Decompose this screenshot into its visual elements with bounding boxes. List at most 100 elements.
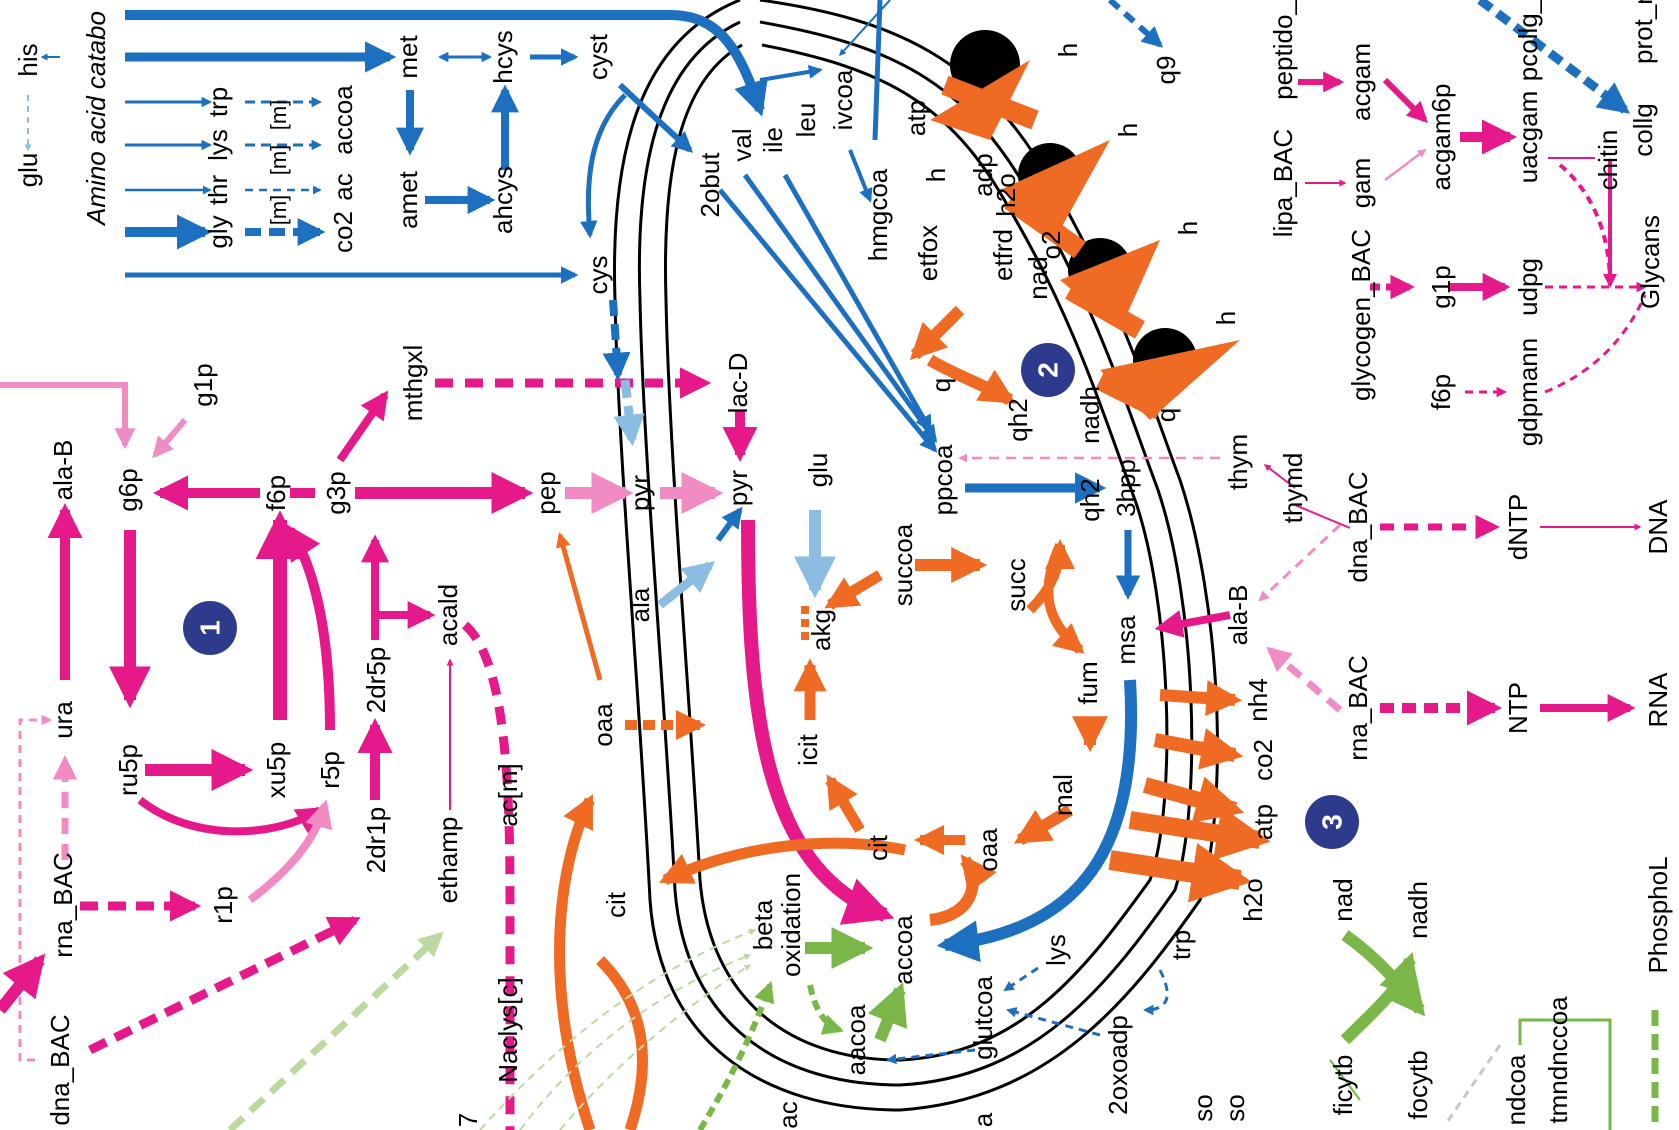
label-cit-2: cit bbox=[863, 834, 893, 861]
label-glycogen-bac: glycogen_BAC bbox=[1346, 229, 1376, 401]
svg-text:1: 1 bbox=[195, 620, 226, 636]
label-mthgxl: mthgxl bbox=[398, 345, 428, 422]
label-partial-so-1: so bbox=[1188, 1094, 1218, 1121]
label-m-3: [m] bbox=[266, 100, 291, 131]
label-nad-2: nad bbox=[1328, 878, 1358, 921]
label-qh2-2: qh2 bbox=[1003, 398, 1033, 441]
label-lys-1: lys bbox=[203, 129, 233, 161]
label-oxidation: oxidation bbox=[776, 873, 806, 977]
label-partial-ac: ac bbox=[773, 1101, 803, 1128]
label-gly: gly bbox=[203, 215, 233, 248]
label-ahcys: ahcys bbox=[488, 166, 518, 234]
label-glu-1: glu bbox=[13, 153, 43, 188]
label-acald: acald bbox=[433, 584, 463, 646]
label-h-5: h bbox=[1211, 311, 1241, 325]
label-beta: beta bbox=[748, 899, 778, 950]
label-amet: amet bbox=[393, 170, 423, 229]
label-nadh-2: nadh bbox=[1403, 881, 1433, 939]
label-ficytb: ficytb bbox=[1328, 1055, 1358, 1116]
membrane-inner bbox=[664, 43, 1169, 1062]
label-peptido: peptido_ bbox=[1268, 0, 1298, 100]
label-g1p-2: g1p bbox=[1426, 265, 1456, 308]
label-ala: ala bbox=[625, 587, 655, 622]
label-co2-2: co2 bbox=[1248, 739, 1278, 781]
label-atp-2: atp bbox=[1248, 804, 1278, 840]
label-o2: o2 bbox=[1036, 231, 1066, 260]
label-q-2: q bbox=[1151, 408, 1181, 422]
label-hmgcoa: hmgcoa bbox=[863, 168, 893, 261]
label-amino-acid-catabolism: Amino acid catabo bbox=[81, 11, 111, 227]
label-accoa-1: accoa bbox=[328, 85, 358, 155]
label-h2o-1: h2o bbox=[991, 173, 1021, 216]
label-trp-2: trp bbox=[1166, 930, 1196, 960]
label-met: met bbox=[393, 35, 423, 79]
label-pyr-1: pyr bbox=[625, 475, 655, 511]
label-rna-bac-2: rna_BAC bbox=[1343, 655, 1373, 761]
label-thym: thym bbox=[1223, 434, 1253, 490]
label-3hpp: 3hpp bbox=[1111, 459, 1141, 517]
label-m-1: [m] bbox=[266, 195, 291, 226]
label-glycans: Glycans bbox=[1635, 215, 1665, 309]
label-ppcoa: ppcoa bbox=[928, 444, 958, 515]
label-cit-1: cit bbox=[601, 891, 631, 918]
label-adp: adp bbox=[968, 153, 998, 196]
label-cys: cys bbox=[583, 256, 613, 295]
label-2dr5p: 2dr5p bbox=[361, 647, 391, 714]
amino-acid-pathways bbox=[24, 0, 1631, 1065]
label-rna: RNA bbox=[1643, 672, 1673, 728]
carbohydrate-pathways bbox=[0, 71, 1648, 1130]
label-h-4: h bbox=[1173, 221, 1203, 235]
label-phosphol: PhosphoL bbox=[1643, 856, 1673, 973]
lipid-pathways bbox=[227, 927, 1659, 1130]
label-cyst: cyst bbox=[583, 33, 613, 80]
label-succoa: succoa bbox=[888, 523, 918, 606]
label-xu5p: xu5p bbox=[261, 742, 291, 798]
label-acgam: acgam bbox=[1346, 43, 1376, 121]
label-pep: pep bbox=[531, 471, 561, 514]
label-2obut: 2obut bbox=[695, 152, 725, 218]
label-lac-D: lac-D bbox=[723, 353, 753, 414]
label-qh2-1: qh2 bbox=[1075, 478, 1105, 521]
label-ndcoa: ndcoa bbox=[1501, 1054, 1531, 1125]
label-ac-1: ac bbox=[328, 173, 358, 200]
label-h-3: h bbox=[1113, 123, 1143, 137]
label-2dr1p: 2dr1p bbox=[361, 807, 391, 874]
label-gam: gam bbox=[1346, 158, 1376, 209]
label-hcys: hcys bbox=[488, 30, 518, 83]
label-msa: msa bbox=[1111, 615, 1141, 665]
label-thr: thr bbox=[203, 174, 233, 205]
label-g6p: g6p bbox=[113, 468, 143, 511]
label-fum: fum bbox=[1073, 661, 1103, 704]
label-ru5p: ru5p bbox=[113, 744, 143, 796]
label-ac-m: ac[m] bbox=[493, 763, 523, 827]
label-collg: collg bbox=[1628, 103, 1658, 156]
label-h-1: h bbox=[921, 168, 951, 182]
label-rna-bac-1: rna_BAC bbox=[48, 852, 78, 958]
label-etfox: etfox bbox=[913, 225, 943, 281]
label-prot-r: prot_r bbox=[1628, 0, 1658, 64]
label-co2-1: co2 bbox=[328, 211, 358, 253]
label-gdpmann: gdpmann bbox=[1513, 338, 1543, 446]
label-glutcoa: glutcoa bbox=[968, 976, 998, 1060]
svg-text:2: 2 bbox=[1033, 362, 1064, 378]
label-q-1: q bbox=[926, 378, 956, 392]
label-acgam6p: acgam6p bbox=[1426, 84, 1456, 191]
label-g3p: g3p bbox=[321, 471, 351, 514]
label-g1p-1: g1p bbox=[188, 363, 218, 406]
label-his: his bbox=[13, 43, 43, 76]
label-udpg: udpg bbox=[1513, 258, 1543, 316]
label-accoa-2: accoa bbox=[888, 915, 918, 985]
label-q9: q9 bbox=[1151, 56, 1181, 85]
label-tmndnccoa: tmndnccoa bbox=[1543, 996, 1573, 1124]
label-lys-2: lys bbox=[1041, 934, 1071, 966]
energy-pathways bbox=[554, 30, 1271, 1130]
label-nadh-1: nadh bbox=[1075, 386, 1105, 444]
label-partial-so-2: so bbox=[1220, 1094, 1250, 1121]
label-partial-a: a bbox=[968, 1112, 998, 1127]
label-thymd: thymd bbox=[1278, 453, 1308, 524]
marker-2: 2 bbox=[1021, 343, 1075, 397]
label-dna-bac-1: dna_BAC bbox=[45, 1014, 75, 1125]
label-r5p: r5p bbox=[315, 751, 345, 789]
label-etfrd: etfrd bbox=[988, 229, 1018, 281]
label-partial-7: 7 bbox=[453, 1113, 483, 1127]
